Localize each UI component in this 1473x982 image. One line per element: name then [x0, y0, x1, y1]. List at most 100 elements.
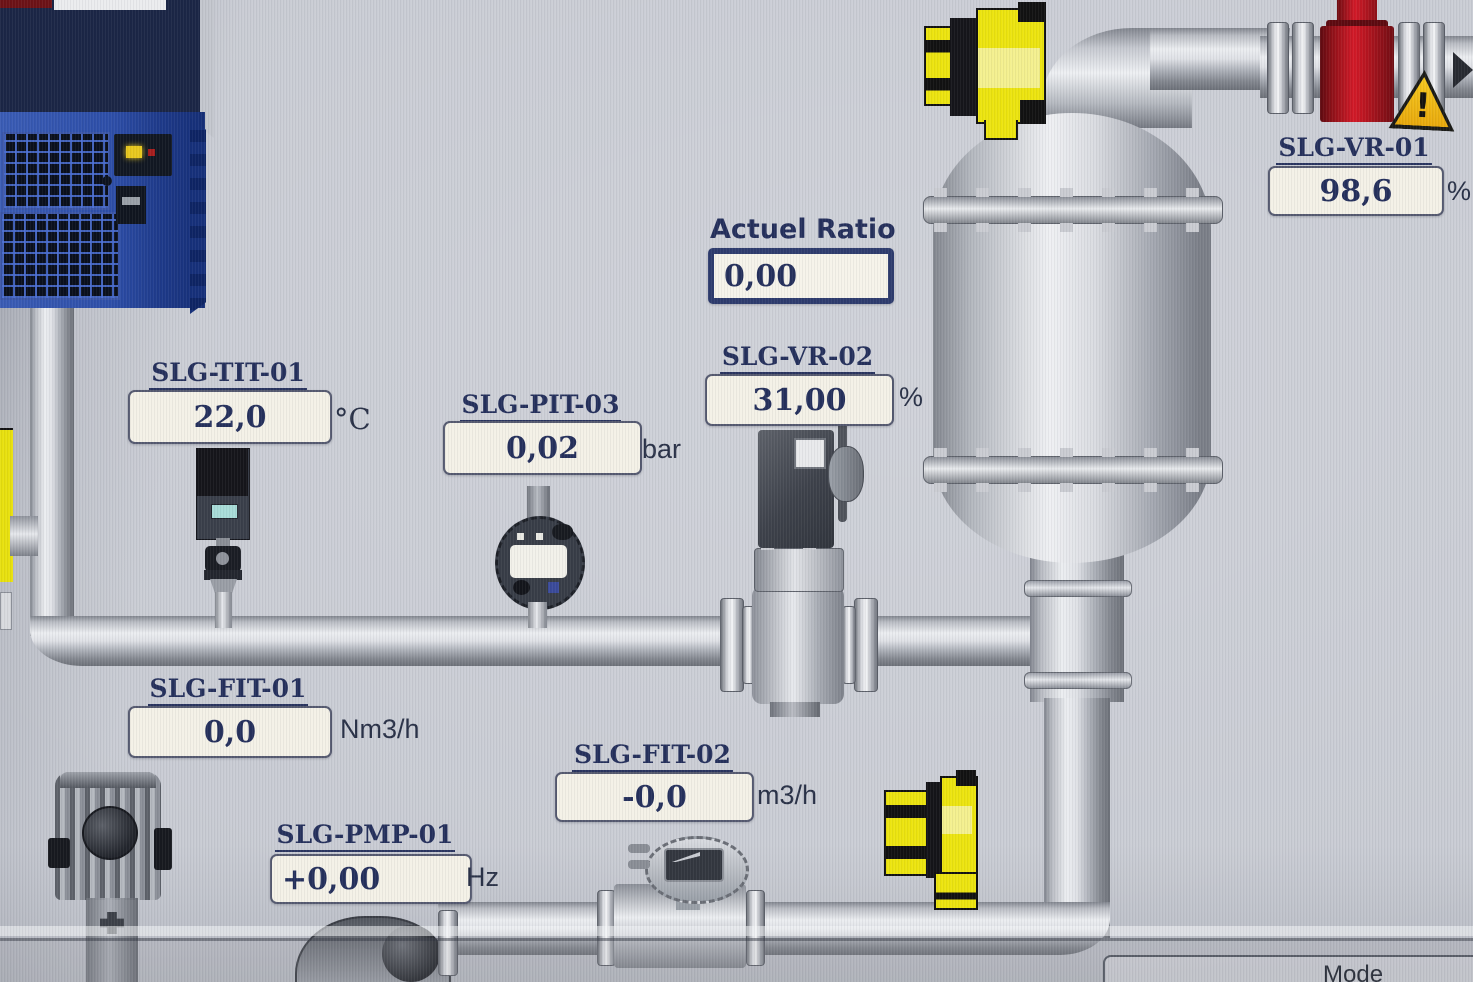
vr1-valve-body[interactable]: [1320, 26, 1394, 122]
screen-glare-band: [0, 926, 1473, 936]
vr01-value-box: 98,6: [1268, 166, 1444, 216]
monitor-edge: [0, 0, 52, 8]
proximity-sensor-tab: [934, 872, 978, 910]
proximity-sensor-band: [926, 782, 942, 878]
tee-valve-flange: [720, 598, 744, 692]
flange-bolts: [934, 188, 1212, 197]
monitor-frame: [200, 0, 214, 138]
tank-flange-upper: [923, 188, 1223, 232]
proximity-sensor-icon: [884, 790, 932, 876]
temperature-transmitter-display: [211, 504, 238, 519]
tit-valve-knob: [216, 552, 229, 565]
vr2-handwheel: [828, 446, 864, 502]
vr02-value-box: 31,00: [705, 374, 894, 426]
operator-monitor: [0, 0, 212, 132]
spool-flange-bottom: [1024, 672, 1132, 689]
proximity-sensor-corner: [956, 770, 976, 786]
gauge-button: [536, 533, 543, 540]
tit01-unit: °C: [334, 402, 371, 436]
cabinet-bolt: [102, 176, 112, 186]
warning-triangle-icon[interactable]: !: [1388, 68, 1457, 131]
tit-collar: [204, 570, 242, 580]
chiller-cabinet-side: [190, 118, 206, 314]
fit02-value-box: -0,0: [555, 772, 754, 822]
flange-bolts: [934, 448, 1212, 457]
tee-valve-flange: [854, 598, 878, 692]
cabinet-vent-grille: [0, 212, 120, 300]
flowmeter-conduit: [628, 844, 650, 853]
red-led-icon: [148, 149, 155, 156]
tit01-value-box: 22,0: [128, 390, 332, 444]
fit01-value-box: 0,0: [128, 706, 332, 758]
pit03-unit: bar: [642, 434, 682, 464]
pipe-left-vertical: [30, 306, 74, 636]
pit03-value-box: 0,02: [443, 421, 642, 475]
separator-tank: [933, 113, 1211, 563]
pmp01-frequency-input[interactable]: +0,00: [270, 854, 472, 904]
vr01-unit: %: [1447, 176, 1472, 206]
level-sensor-stem: [984, 120, 1018, 140]
vr1-flange: [1267, 22, 1289, 114]
pump-motor-cap: [60, 772, 156, 788]
edge-pipe-stub: [10, 516, 38, 556]
pmp01-unit: Hz: [466, 862, 499, 892]
tit-neck: [216, 538, 230, 547]
gauge-button: [517, 533, 524, 540]
pipe-right-vertical: [1044, 698, 1110, 938]
fit02-label: SLG-FIT-02: [555, 740, 750, 772]
cabinet-vent-grille: [2, 132, 110, 210]
flowmeter-conduit: [628, 860, 650, 869]
edge-fitting: [0, 592, 12, 630]
flowmeter-display-glint: [672, 852, 700, 862]
cabinet-led-panel: [114, 134, 172, 176]
vr1-flange: [1292, 22, 1314, 114]
warning-exclamation: !: [1413, 85, 1432, 127]
level-sensor-corner: [1018, 2, 1046, 22]
tee-valve-bonnet: [754, 541, 844, 592]
monitor-highlight: [54, 0, 166, 10]
vr02-unit: %: [899, 382, 924, 412]
tit01-label: SLG-TIT-01: [128, 358, 328, 390]
footer-strip: [0, 941, 1473, 982]
level-sensor-band: [950, 18, 978, 116]
fit01-label: SLG-FIT-01: [128, 674, 328, 706]
flange-bolts: [934, 223, 1212, 232]
tee-valve-body: [752, 586, 844, 704]
vr2-actuator-window: [794, 438, 826, 469]
vr02-label: SLG-VR-02: [705, 342, 890, 374]
actuel-ratio-label: Actuel Ratio: [710, 214, 896, 245]
cabinet-switch-slot: [122, 197, 140, 205]
pump-lug: [154, 828, 172, 870]
proximity-sensor-stripe: [942, 806, 972, 834]
footer-divider: [0, 938, 1473, 941]
mode-label: Mode: [1323, 961, 1384, 982]
tee-valve-flange-lip: [842, 606, 856, 684]
actuel-ratio-input[interactable]: 0,00: [708, 248, 894, 304]
cabinet-switch-panel: [116, 186, 146, 224]
level-sensor-corner: [1020, 100, 1046, 124]
edge-sensor-yellow: [0, 428, 13, 582]
flange-bolts: [934, 483, 1212, 492]
vr01-label: SLG-VR-01: [1268, 133, 1440, 165]
pressure-gauge-display: [510, 545, 567, 578]
pipe-main-horizontal: [30, 616, 1080, 666]
spool-flange-top: [1024, 580, 1132, 597]
level-sensor-stripe: [978, 48, 1040, 88]
pressure-gauge-knob: [527, 486, 550, 520]
pump-lug: [48, 838, 70, 868]
tit-thermowell-stem: [215, 592, 232, 628]
tit-taper: [210, 579, 237, 593]
fit02-unit: m3/h: [757, 780, 818, 810]
mode-panel[interactable]: Mode: [1103, 955, 1473, 982]
pmp01-label: SLG-PMP-01: [270, 820, 460, 852]
tee-valve-bottom-stub: [770, 702, 820, 717]
temperature-transmitter-cap: [196, 448, 248, 496]
tank-flange-lower: [923, 448, 1223, 492]
yellow-led-icon: [126, 146, 142, 158]
gauge-button-blue: [548, 582, 559, 593]
pit03-label: SLG-PIT-03: [443, 390, 638, 422]
gauge-port: [513, 580, 530, 595]
pressure-gauge-stem: [528, 602, 547, 628]
fit01-unit: Nm3/h: [340, 714, 420, 744]
